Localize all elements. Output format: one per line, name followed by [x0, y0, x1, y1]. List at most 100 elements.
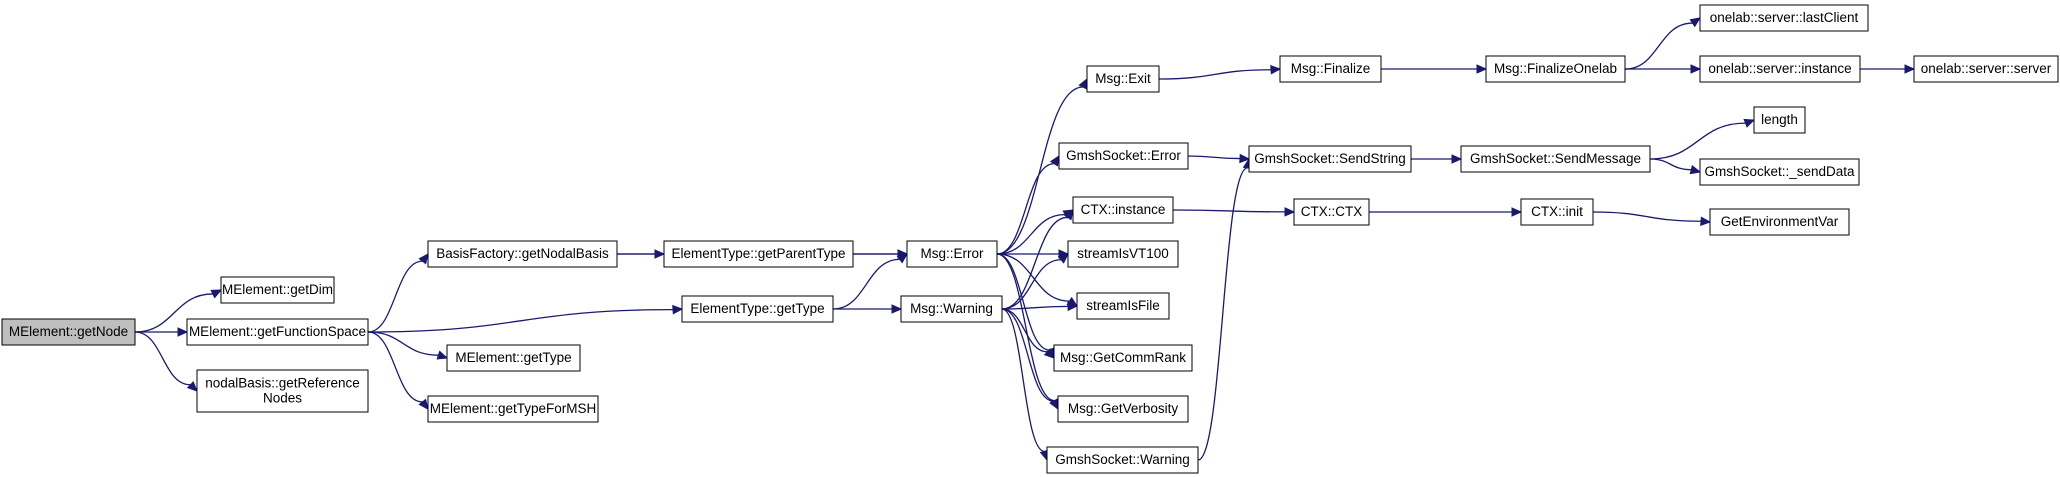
node-streamIsVT100[interactable]: streamIsVT100 [1067, 240, 1179, 268]
arrow-head-icon [1049, 154, 1060, 167]
node-label: MElement::getType [455, 350, 571, 365]
node-lastClient[interactable]: onelab::server::lastClient [1699, 4, 1869, 32]
node-label: GmshSocket::SendString [1254, 151, 1406, 166]
node-SendString[interactable]: GmshSocket::SendString [1248, 145, 1412, 173]
node-getParentType[interactable]: ElementType::getParentType [663, 240, 854, 268]
node-label: GmshSocket::Warning [1055, 452, 1190, 467]
node-CTXinit[interactable]: CTX::init [1520, 198, 1594, 226]
node-label: length [1761, 112, 1798, 127]
arrow-head-icon [186, 380, 198, 392]
node-box [1753, 106, 1806, 134]
node-box [1072, 196, 1174, 224]
node-box [1460, 145, 1651, 173]
arrow-head-icon [1451, 154, 1463, 164]
node-GetCommRank[interactable]: Msg::GetCommRank [1053, 344, 1193, 372]
node-box [1057, 395, 1189, 423]
nodes-layer: MElement::getNode MElement::getDimMElemen… [1, 4, 2059, 474]
node-MsgExit[interactable]: Msg::Exit [1086, 65, 1160, 93]
node-label: GmshSocket::Error [1066, 148, 1181, 163]
node-GSWarning[interactable]: GmshSocket::Warning [1046, 446, 1199, 474]
node-getNode[interactable]: MElement::getNode [1, 318, 136, 346]
node-MEgetType[interactable]: MElement::getType [446, 344, 581, 372]
node-label: ElementType::getParentType [671, 246, 845, 261]
node-MsgWarning[interactable]: Msg::Warning [900, 295, 1003, 323]
node-length[interactable]: length [1753, 106, 1806, 134]
node-Finalize[interactable]: Msg::Finalize [1279, 55, 1382, 83]
edge-line [1187, 155, 1241, 160]
edge-MsgWarning-to-CTXinstance [1001, 208, 1074, 310]
node-getNodalBasis[interactable]: BasisFactory::getNodalBasis [427, 240, 618, 268]
node-serverServer[interactable]: onelab::server::server [1913, 55, 2059, 83]
edge-getFunctionSpace-to-ETgetType [367, 304, 684, 333]
node-MsgError[interactable]: Msg::Error [906, 240, 998, 268]
node-label: Msg::Error [920, 246, 984, 261]
node-sendData[interactable]: GmshSocket::_sendData [1699, 158, 1860, 186]
edge-MsgError-to-GetVerbosity [996, 253, 1059, 411]
node-box [427, 395, 599, 423]
node-streamIsFile[interactable]: streamIsFile [1076, 292, 1170, 320]
node-label: MElement::getNode [9, 324, 128, 339]
edge-CTXinstance-to-CTXCTX [1172, 207, 1296, 217]
arrow-head-icon [1043, 348, 1055, 359]
edge-line [832, 258, 900, 310]
arrow-head-icon [1067, 301, 1079, 312]
node-getDim[interactable]: MElement::getDim [220, 276, 335, 304]
edge-line [367, 331, 439, 356]
node-label: onelab::server::instance [1708, 61, 1851, 76]
edge-line [1001, 308, 1054, 402]
edge-GSWarning-to-SendString [1197, 157, 1253, 461]
arrow-head-icon [1743, 118, 1756, 128]
node-label: GetEnvironmentVar [1721, 214, 1839, 229]
edge-getFunctionSpace-to-getNodalBasis [367, 253, 429, 333]
node-CTXinstance[interactable]: CTX::instance [1072, 196, 1174, 224]
edge-line [1001, 216, 1068, 310]
arrow-head-icon [210, 289, 223, 299]
node-box [1699, 158, 1860, 186]
node-SendMessage[interactable]: GmshSocket::SendMessage [1460, 145, 1651, 173]
node-ETgetType[interactable]: ElementType::getType [681, 295, 834, 323]
edge-MsgExit-to-Finalize [1158, 65, 1282, 80]
node-GetEnvironmentVar[interactable]: GetEnvironmentVar [1709, 208, 1850, 236]
edge-FinalizeOnelab-to-lastClient [1624, 17, 1702, 70]
edge-MsgWarning-to-streamIsFile [1001, 301, 1079, 312]
node-box [1520, 198, 1594, 226]
node-getFunctionSpace[interactable]: MElement::getFunctionSpace [186, 318, 369, 346]
node-GSError[interactable]: GmshSocket::Error [1058, 142, 1189, 170]
node-CTXCTX[interactable]: CTX::CTX [1293, 198, 1370, 226]
node-box [1058, 142, 1189, 170]
arrow-head-icon [896, 253, 908, 264]
edge-line [1001, 305, 1069, 310]
node-label: Msg::Exit [1095, 71, 1151, 86]
node-label: nodalBasis::getReference [205, 376, 360, 391]
node-label: CTX::init [1531, 204, 1583, 219]
arrow-head-icon [672, 304, 684, 315]
edge-serverInstance-to-serverServer [1860, 64, 1916, 74]
edge-CTXinit-to-GetEnvironmentVar [1592, 211, 1712, 226]
node-label: MElement::getDim [222, 282, 333, 297]
edge-FinalizeOnelab-to-serverInstance [1625, 64, 1702, 74]
node-FinalizeOnelab[interactable]: Msg::FinalizeOnelab [1485, 55, 1626, 83]
node-label: GmshSocket::_sendData [1704, 164, 1855, 179]
edge-ETgetType-to-MsgWarning [833, 304, 903, 314]
edge-line [1649, 122, 1746, 160]
node-label: onelab::server::lastClient [1710, 10, 1859, 25]
node-box [446, 344, 581, 372]
arrow-head-icon [418, 253, 429, 265]
node-label: Nodes [263, 391, 302, 406]
node-GetVerbosity[interactable]: Msg::GetVerbosity [1057, 395, 1189, 423]
arrow-head-icon [1904, 64, 1916, 74]
edge-line [367, 260, 423, 333]
edge-MsgError-to-streamIsVT100 [997, 249, 1070, 259]
arrow-head-icon [1057, 253, 1069, 264]
edge-line [996, 253, 1070, 302]
node-serverInstance[interactable]: onelab::server::instance [1699, 55, 1861, 83]
edge-line [1001, 308, 1048, 353]
edge-line [1649, 158, 1692, 171]
node-label: MElement::getFunctionSpace [189, 324, 366, 339]
edge-line [1197, 167, 1248, 461]
node-getTypeForMSH[interactable]: MElement::getTypeForMSH [427, 395, 599, 423]
node-box [186, 318, 369, 346]
edge-Finalize-to-FinalizeOnelab [1381, 64, 1488, 74]
edges-layer [134, 17, 1916, 462]
